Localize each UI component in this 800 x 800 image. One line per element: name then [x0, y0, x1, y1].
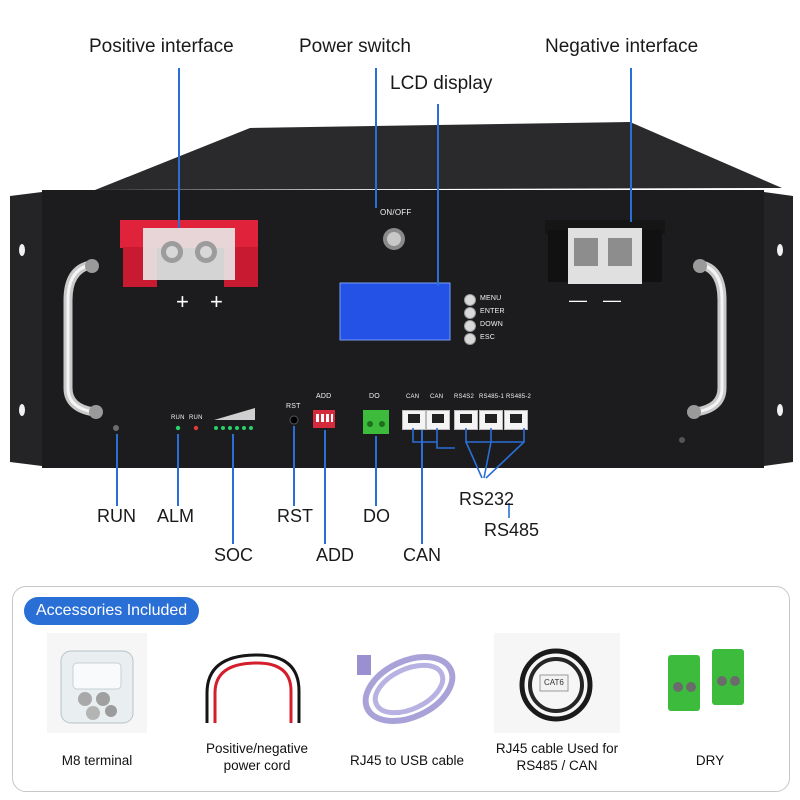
down-button[interactable]: [464, 320, 476, 332]
plus-sign: +: [176, 289, 190, 314]
add-callout: ADD: [316, 545, 355, 565]
do-connector: [363, 410, 389, 434]
run-label: RUN: [171, 415, 185, 421]
can-panel-label: CAN: [406, 394, 420, 400]
rs4s2-panel-label: RS4S2: [454, 394, 475, 400]
leader-line: [375, 68, 377, 208]
menu-button[interactable]: [464, 294, 476, 306]
dry-connector-image: [660, 633, 760, 733]
m8-terminal-image: [47, 633, 147, 733]
rj45-cable-image: CAT6: [494, 633, 620, 733]
leader-line: [324, 430, 326, 544]
rs485-callout: RS485: [484, 520, 540, 540]
accessories-title: Accessories Included: [24, 597, 200, 625]
port-bracket-lines: [412, 428, 525, 518]
leader-line: [116, 434, 118, 506]
do-panel-label: DO: [369, 393, 380, 400]
lcd-screen: [339, 282, 451, 341]
down-label: DOWN: [480, 321, 503, 328]
battery-unit: [10, 122, 793, 468]
rs485-port: [479, 410, 503, 430]
run-callout: RUN: [97, 506, 136, 526]
minus-sign: —: [569, 290, 588, 310]
positive-interface-callout: Positive interface: [89, 36, 234, 57]
can-port: [402, 410, 426, 430]
menu-label: MENU: [480, 295, 502, 302]
rs232-callout: RS232: [459, 489, 515, 509]
rst-panel-label: RST: [286, 403, 301, 410]
soc-indicator: [214, 408, 255, 420]
esc-button[interactable]: [464, 333, 476, 345]
rj45-usb-cable-image: [347, 633, 467, 733]
rs232-port: [454, 410, 478, 430]
soc-led: [221, 426, 225, 430]
soc-led: [249, 426, 253, 430]
accessory-label-dry: DRY: [695, 753, 725, 768]
minus-sign: —: [603, 290, 622, 310]
can-port: [426, 410, 450, 430]
add-panel-label: ADD: [316, 393, 332, 400]
leader-line: [177, 434, 179, 506]
esc-label: ESC: [480, 334, 495, 341]
do-callout: DO: [363, 506, 390, 526]
leader-line: [293, 426, 295, 506]
left-rack-ear: [10, 192, 42, 466]
rst-callout: RST: [277, 506, 313, 526]
leader-line: [375, 436, 377, 506]
rs485-port: [504, 410, 528, 430]
rst-button: [289, 415, 299, 425]
cat6-tag: CAT6: [544, 678, 564, 687]
leader-line: [232, 434, 234, 544]
alm-callout: ALM: [157, 506, 195, 526]
leader-line: [630, 68, 632, 222]
right-rack-ear: [764, 192, 793, 466]
enter-button[interactable]: [464, 307, 476, 319]
soc-led: [214, 426, 218, 430]
soc-led: [242, 426, 246, 430]
negative-interface-callout: Negative interface: [545, 36, 699, 57]
accessory-label-m8-terminal: M8 terminal: [61, 753, 133, 768]
power-switch-callout: Power switch: [299, 36, 411, 57]
can-callout: CAN: [403, 545, 442, 565]
can-panel-label: CAN: [430, 394, 444, 400]
negative-terminal: [545, 220, 665, 284]
soc-led: [235, 426, 239, 430]
leader-line: [437, 104, 439, 286]
plus-sign: +: [210, 289, 224, 314]
rs485-1-panel-label: RS485-1: [479, 394, 505, 400]
lcd-display-callout: LCD display: [390, 73, 493, 94]
rs485-2-panel-label: RS485-2: [506, 394, 532, 400]
enter-label: ENTER: [480, 308, 505, 315]
leader-line: [178, 68, 180, 228]
run-label: RUN: [189, 415, 203, 421]
on-off-label: ON/OFF: [380, 208, 412, 217]
accessory-label-rj45-usb: RJ45 to USB cable: [349, 753, 465, 768]
power-cord-image: [187, 633, 327, 733]
soc-callout: SOC: [214, 545, 254, 565]
leader-line: [421, 430, 423, 544]
soc-led: [228, 426, 232, 430]
positive-terminal: [120, 220, 258, 287]
